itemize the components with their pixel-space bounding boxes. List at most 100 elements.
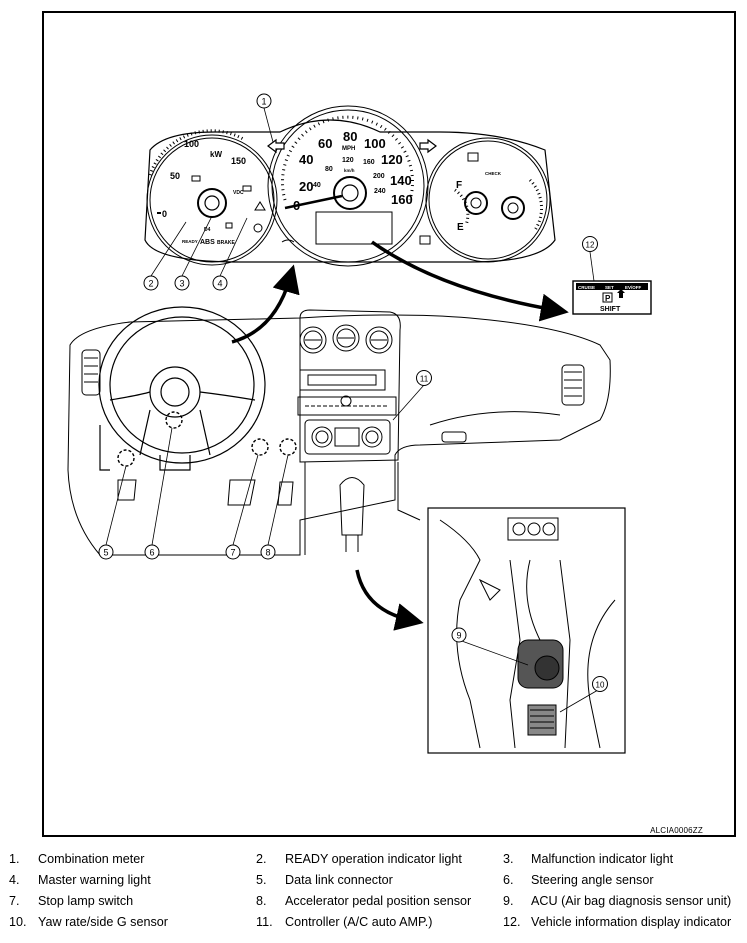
kmh-mark: 120 xyxy=(342,157,354,164)
legend-text: Stop lamp switch xyxy=(38,894,134,908)
svg-text:6: 6 xyxy=(149,548,154,558)
legend-number: 5. xyxy=(256,873,267,887)
legend-row: 4. Master warning light 5. Data link conne… xyxy=(0,873,747,894)
legend-text: Combination meter xyxy=(38,852,145,866)
power-meter-dial xyxy=(146,134,278,266)
speedometer-labels: 20 40 60 80 100 120 140 160 0 40 80 120 … xyxy=(293,129,413,213)
callouts: 1 2 3 4 5 6 7 8 9 10 11 12 xyxy=(98,93,608,692)
arrow-to-meter xyxy=(231,264,300,344)
svg-text:8: 8 xyxy=(265,548,270,558)
power-mark: 50 xyxy=(170,171,180,181)
mph-mark: 80 xyxy=(343,129,357,144)
callout-9: 9 xyxy=(451,627,467,643)
kmh-mark: 200 xyxy=(373,173,385,180)
callout-4: 4 xyxy=(212,275,228,291)
fuel-temp-labels: F E CHECK xyxy=(456,171,502,233)
fuel-empty-mark: E xyxy=(457,222,464,233)
power-mark: 100 xyxy=(184,139,199,149)
speedometer-dial xyxy=(267,105,429,267)
mph-mark: 40 xyxy=(299,152,313,167)
display-gear: P xyxy=(605,294,611,303)
svg-text:5: 5 xyxy=(103,548,108,558)
speed-zero: 0 xyxy=(293,198,300,213)
callout-3: 3 xyxy=(174,275,190,291)
pointer-arrows xyxy=(231,240,569,631)
display-cruise: CRUISE xyxy=(578,285,595,290)
svg-text:7: 7 xyxy=(230,548,235,558)
legend-text: Controller (A/C auto AMP.) xyxy=(285,915,433,929)
legend-text: Master warning light xyxy=(38,873,151,887)
legend-text: READY operation indicator light xyxy=(285,852,462,866)
legend-number: 10. xyxy=(9,915,27,929)
display-ev-off: EV/OFF xyxy=(625,285,642,290)
svg-text:1: 1 xyxy=(261,97,266,107)
mph-mark: 140 xyxy=(390,173,412,188)
svg-text:3: 3 xyxy=(179,279,184,289)
steering-wheel xyxy=(98,306,266,471)
legend-text: Vehicle information display indicator xyxy=(531,915,732,929)
svg-text:9: 9 xyxy=(456,631,461,641)
arrow-to-display xyxy=(370,240,569,322)
legend-number: 7. xyxy=(9,894,20,908)
callout-leaders xyxy=(105,107,599,713)
legend-row: 7. Stop lamp switch 8. Accelerator pedal p… xyxy=(0,894,747,915)
legend-row: 1.Combination meter 2.READY operation in… xyxy=(0,852,747,873)
kmh-mark: 160 xyxy=(363,159,375,166)
kmh-unit: km/h xyxy=(344,168,355,173)
legend: 1.Combination meter 2.READY operation in… xyxy=(0,852,747,936)
mph-mark: 60 xyxy=(318,136,332,151)
ready-label: READY xyxy=(182,239,198,244)
arrow-to-inset xyxy=(355,569,424,631)
display-set: SET xyxy=(605,285,614,290)
legend-number: 1. xyxy=(9,852,20,866)
diagram-frame xyxy=(42,11,736,837)
legend-number: 3. xyxy=(503,852,514,866)
kmh-mark: 40 xyxy=(313,182,321,189)
callout-5: 5 xyxy=(98,544,114,560)
console-inset xyxy=(427,507,626,754)
pedals xyxy=(117,479,294,506)
legend-text: Accelerator pedal position sensor xyxy=(285,894,472,908)
power-mark: 0 xyxy=(162,209,167,219)
fuel-full-mark: F xyxy=(456,180,462,191)
svg-text:12: 12 xyxy=(586,241,595,250)
brake-label: BRAKE xyxy=(217,240,235,246)
callout-12: 12 xyxy=(582,236,598,252)
callout-8: 8 xyxy=(260,544,276,560)
power-meter-labels: kW 0 50 100 150 READY ABS BRAKE VDC D4 xyxy=(162,139,246,246)
callout-6: 6 xyxy=(144,544,160,560)
svg-text:10: 10 xyxy=(596,681,605,690)
vehicle-information-display: CRUISE SET EV/OFF P SHIFT xyxy=(572,280,652,315)
legend-number: 6. xyxy=(503,873,514,887)
callout-7: 7 xyxy=(225,544,241,560)
legend-text: Data link connector xyxy=(285,873,393,887)
svg-text:2: 2 xyxy=(148,279,153,289)
accelerator-pedal-sensor-location xyxy=(279,438,297,456)
figure-code: ALCIA0006ZZ xyxy=(650,826,703,835)
legend-text: Yaw rate/side G sensor xyxy=(38,915,168,929)
data-link-connector-location xyxy=(117,449,135,467)
svg-text:11: 11 xyxy=(420,375,429,384)
fuel-temp-dial xyxy=(425,137,551,263)
abs-label: ABS xyxy=(200,239,215,246)
mph-unit: MPH xyxy=(342,146,355,152)
combination-meter xyxy=(144,105,556,267)
kmh-mark: 80 xyxy=(325,166,333,173)
steering-angle-sensor-location xyxy=(165,411,183,429)
legend-text: ACU (Air bag diagnosis sensor unit) xyxy=(531,894,732,908)
legend-number: 9. xyxy=(503,894,514,908)
display-message: SHIFT xyxy=(600,306,621,313)
kw-unit: kW xyxy=(210,150,222,159)
mph-mark: 20 xyxy=(299,179,313,194)
legend-number: 4. xyxy=(9,873,20,887)
legend-number: 12. xyxy=(503,915,521,929)
callout-2: 2 xyxy=(143,275,159,291)
mph-mark: 120 xyxy=(381,152,403,167)
legend-text: Malfunction indicator light xyxy=(531,852,674,866)
vdc-label: VDC xyxy=(233,190,244,196)
legend-number: 8. xyxy=(256,894,267,908)
callout-1: 1 xyxy=(256,93,272,109)
legend-text: Steering angle sensor xyxy=(531,873,654,887)
callout-10: 10 xyxy=(592,676,608,692)
